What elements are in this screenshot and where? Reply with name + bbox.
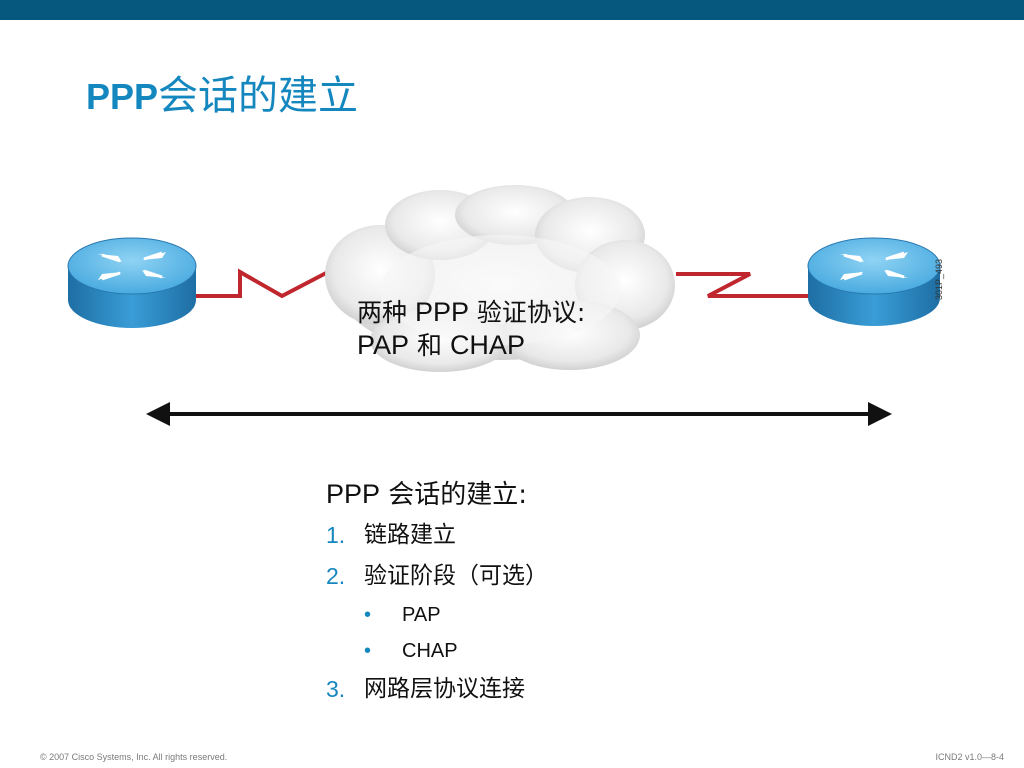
step-item: 3. 网路层协议连接 <box>326 669 746 710</box>
cloud-text-part: PAP <box>357 330 410 360</box>
slide-title: PPP会话的建立 <box>86 76 358 116</box>
title-cjk: 会话的建立 <box>158 73 359 119</box>
slide-number-footer: ICND2 v1.0—8-4 <box>935 752 1004 762</box>
step-item: 1. 链路建立 <box>326 515 746 556</box>
step-item: 2. 验证阶段（可选） <box>326 556 746 597</box>
cloud-text-part: 和 <box>409 331 450 360</box>
serial-link-right <box>676 272 808 298</box>
cloud-caption-line2: PAP 和 CHAP <box>357 329 585 362</box>
step-text: 网路层协议连接 <box>364 676 525 702</box>
auth-sub-item: • CHAP <box>326 633 746 669</box>
auth-sub-item: • PAP <box>326 597 746 633</box>
title-latin: PPP <box>86 76 159 117</box>
cloud-text-part: PPP <box>414 297 469 327</box>
router-icon <box>807 237 941 326</box>
step-number: 3. <box>326 676 346 702</box>
heading-cjk: 会话的建立: <box>380 480 528 510</box>
cloud-caption-line1: 两种 PPP 验证协议: <box>357 296 585 329</box>
step-text: 验证阶段（可选） <box>364 563 548 589</box>
steps-list: PPP 会话的建立: 1.链路建立 2.验证阶段（可选） •PAP •CHAP … <box>326 474 746 710</box>
step-text: 链路建立 <box>364 522 456 548</box>
steps-heading: PPP 会话的建立: <box>326 474 746 515</box>
auth-item-text: PAP <box>402 604 441 626</box>
copyright-footer: © 2007 Cisco Systems, Inc. All rights re… <box>40 752 228 762</box>
router-icon <box>67 237 197 328</box>
cloud-text-part: 两种 <box>357 298 415 327</box>
double-arrow-icon <box>146 402 892 426</box>
bullet-icon: • <box>364 604 372 626</box>
serial-link-left <box>190 268 329 299</box>
cloud-icon <box>325 185 675 372</box>
step-number: 1. <box>326 522 346 548</box>
bullet-icon: • <box>364 640 372 662</box>
figure-id-label: 301P_493 <box>934 258 944 300</box>
cloud-caption: 两种 PPP 验证协议: PAP 和 CHAP <box>357 296 585 362</box>
cloud-text-part: CHAP <box>449 330 525 360</box>
step-number: 2. <box>326 563 346 589</box>
top-bar <box>0 0 1024 20</box>
cloud-text-part: 验证协议: <box>468 298 586 327</box>
auth-item-text: CHAP <box>402 640 458 662</box>
heading-latin: PPP <box>326 479 381 509</box>
